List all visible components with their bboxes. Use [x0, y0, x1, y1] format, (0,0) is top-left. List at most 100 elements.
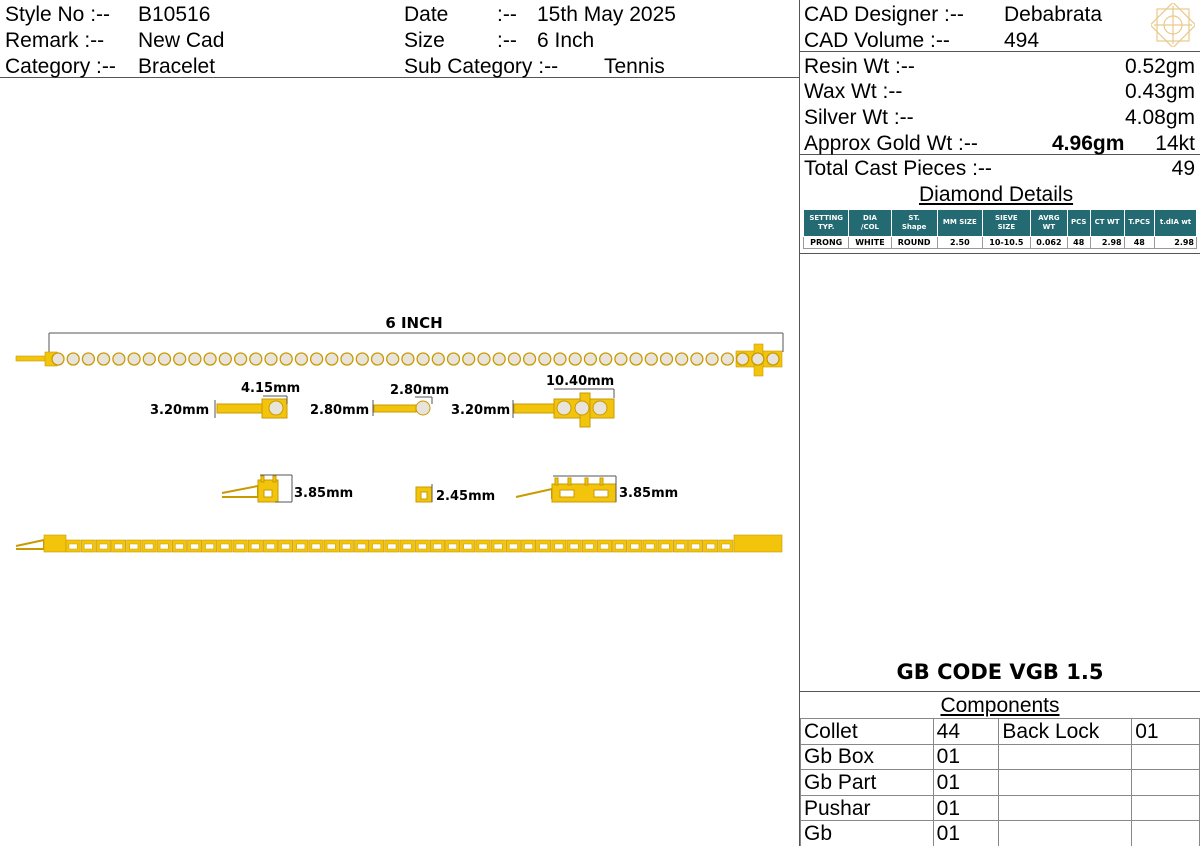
bracelet-link [718, 539, 734, 553]
gold-weight-value: 4.96gm [1052, 132, 1125, 155]
components-cell [1131, 820, 1200, 846]
bracelet-stone [675, 352, 689, 366]
diamond-cell: 10-10.5 [981, 236, 1031, 249]
bracelet-stone [568, 352, 582, 366]
sub-category-value: Tennis [604, 55, 665, 78]
bracelet-stone [294, 352, 309, 366]
cast-pieces-label: Total Cast Pieces :-- [804, 157, 992, 180]
bracelet-stone [157, 352, 172, 366]
bracelet-link [475, 539, 491, 553]
bracelet-stone [629, 352, 643, 366]
dim-4-15: 4.15mm [241, 381, 300, 396]
bracelet-link [612, 539, 627, 553]
resin-weight-value: 0.52gm [1124, 55, 1195, 78]
bracelet-stone [766, 352, 780, 366]
components-cell [1131, 769, 1200, 796]
dim-3-85-right: 3.85mm [619, 486, 678, 501]
bracelet-stone [553, 352, 567, 366]
bracelet-drawing: 6 INCH 4.15mm 3.20mm 2.80mm 2.80 [15, 314, 784, 553]
bracelet-link [172, 539, 187, 553]
cad-volume-value: 494 [1004, 29, 1040, 52]
bracelet-link [505, 539, 521, 553]
wax-weight-label: Wax Wt :-- [804, 80, 903, 103]
silver-weight-value: 4.08gm [1124, 106, 1195, 129]
bracelet-link [232, 539, 248, 553]
diamond-header-text: WT [1042, 223, 1056, 231]
bracelet-link [657, 539, 673, 553]
diamond-header-cell: t.dIA wt [1153, 209, 1198, 237]
bracelet-stone [720, 352, 735, 366]
bracelet-link [293, 539, 309, 553]
components-cell [998, 743, 1133, 771]
bracelet-link [369, 539, 385, 553]
bracelet-stone [203, 352, 217, 366]
category-label: Category :-- [5, 55, 116, 78]
cast-pieces-value: 49 [1171, 157, 1195, 180]
cad-volume-label: CAD Volume :-- [804, 29, 950, 52]
bracelet-link [536, 539, 552, 553]
diamond-header-cell: PCS [1066, 209, 1091, 237]
category-value: Bracelet [138, 55, 216, 78]
components-cell [998, 769, 1133, 796]
diamond-header-text: t.dIA wt [1159, 218, 1192, 227]
diamond-header-text: ST. [908, 213, 920, 222]
bracelet-stone [370, 352, 385, 366]
diamond-cell: 2.50 [936, 236, 983, 249]
size-label: Size [404, 29, 445, 52]
bracelet-link [490, 539, 506, 553]
bracelet-link [627, 539, 643, 553]
cad-designer-value: Debabrata [1004, 3, 1103, 26]
sub-category-label: Sub Category :-- [404, 55, 559, 78]
bracelet-stone [279, 352, 293, 366]
bracelet-stone [51, 352, 65, 366]
bracelet-link [80, 539, 96, 553]
size-value: 6 Inch [537, 29, 595, 52]
diamond-cell: 48 [1123, 236, 1155, 249]
length-dimension-label: 6 INCH [385, 314, 442, 332]
diamond-header-text: Shape [901, 223, 927, 231]
cad-designer-label: CAD Designer :-- [804, 3, 964, 26]
diamond-header-text: MM SIZE [942, 218, 977, 227]
style-no-value: B10516 [138, 3, 211, 26]
style-no-label: Style No :-- [5, 3, 111, 26]
bracelet-link [202, 539, 218, 553]
bracelet-link [688, 539, 703, 553]
bracelet-link [551, 539, 567, 553]
gbcode-bottom-rule [800, 691, 1200, 692]
diamond-header-text: TYP. [818, 223, 835, 231]
components-cell [998, 820, 1133, 846]
bracelet-link [96, 539, 111, 553]
bracelet-link [430, 539, 445, 553]
diamond-header-text: SIZE [997, 223, 1016, 231]
bracelet-stone [522, 352, 537, 366]
bracelet-stone [477, 352, 491, 366]
dim-2-45: 2.45mm [436, 489, 495, 504]
weights-bottom-rule [800, 154, 1200, 155]
bracelet-stone [614, 352, 628, 366]
bracelet-stone [462, 352, 476, 366]
bracelet-stone [599, 352, 613, 366]
diamond-header-text: DIA [863, 213, 877, 222]
gold-weight-label: Approx Gold Wt :-- [804, 132, 978, 155]
bracelet-stone [355, 352, 369, 366]
bracelet-link [263, 539, 278, 553]
bracelet-link [384, 539, 400, 553]
bracelet-link [581, 539, 597, 553]
bracelet-link [414, 539, 430, 553]
bracelet-stone [492, 352, 506, 366]
bracelet-stone [233, 352, 248, 366]
bracelet-link [354, 539, 369, 553]
bracelet-link [217, 539, 233, 553]
bracelet-link [308, 539, 324, 553]
bracelet-link [338, 539, 354, 553]
diamond-bottom-rule [800, 253, 1200, 254]
diamond-header-text: CT WT [1094, 218, 1120, 227]
bracelet-stone [96, 352, 111, 366]
dim-3-85-left: 3.85mm [294, 486, 353, 501]
